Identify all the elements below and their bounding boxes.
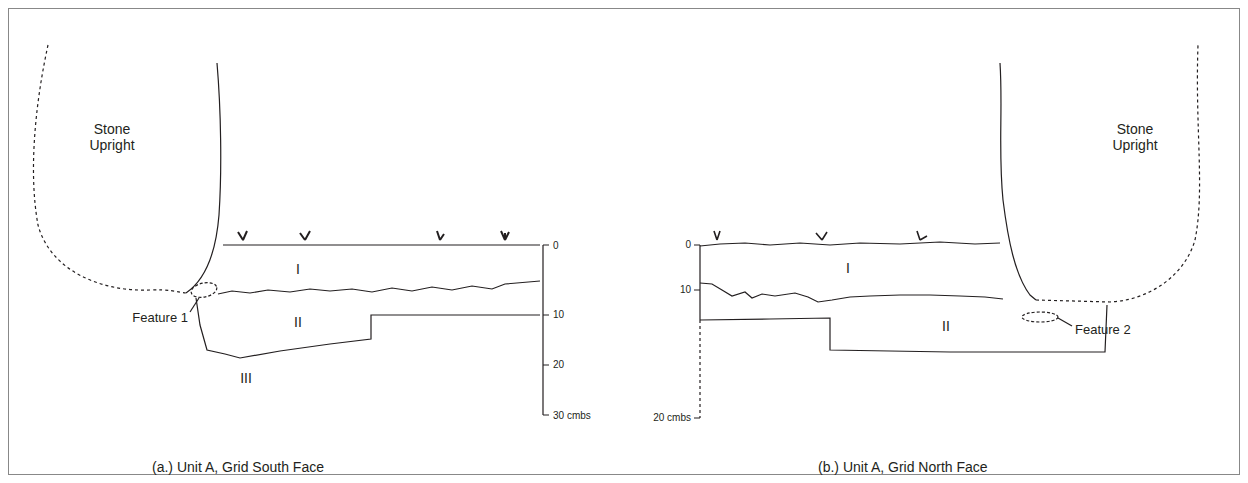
stratum-number: III [240, 370, 252, 386]
depth-number: 10 [553, 309, 564, 321]
depth-scale [543, 245, 549, 415]
depth-number: 30 cmbs [553, 410, 591, 422]
stratum-boundary [700, 305, 1107, 352]
feature-label: Feature 1 [132, 311, 188, 326]
stone-outline [1000, 63, 1036, 300]
depth-scale [699, 320, 700, 418]
depth-number: 10 [680, 284, 691, 296]
feature-outline [190, 280, 218, 299]
ground-surface [700, 242, 1000, 246]
feature-label: Feature 2 [1075, 323, 1131, 338]
stratum-boundary [700, 283, 1003, 302]
depth-number: 20 cmbs [653, 412, 691, 424]
figure-caption: (b.) Unit A, Grid North Face [818, 459, 988, 475]
depth-number: 20 [553, 359, 564, 371]
figure-frame [9, 9, 1240, 475]
ground-surface [223, 244, 540, 245]
stratum-boundary [196, 298, 540, 358]
stratum-number: II [942, 318, 950, 334]
figure-caption: (a.) Unit A, Grid South Face [152, 459, 324, 475]
leader-line [190, 298, 199, 312]
stone-label: Stone Upright [1104, 121, 1166, 153]
vegetation-symbol [238, 231, 509, 240]
stratum-number: II [294, 314, 302, 330]
stone-outline [186, 63, 221, 293]
stone-label: Stone Upright [81, 121, 143, 153]
stone-outline-inferred [1036, 45, 1200, 302]
stratum-number: I [846, 260, 850, 276]
depth-number: 0 [553, 240, 559, 252]
feature-outline [1022, 312, 1058, 322]
leader-line [1058, 318, 1072, 326]
depth-scale [694, 245, 700, 418]
stratum-boundary [218, 281, 540, 294]
vegetation-symbol [714, 231, 927, 240]
stone-outline-inferred [33, 45, 186, 293]
stratum-number: I [296, 261, 300, 277]
depth-number: 0 [685, 239, 691, 251]
